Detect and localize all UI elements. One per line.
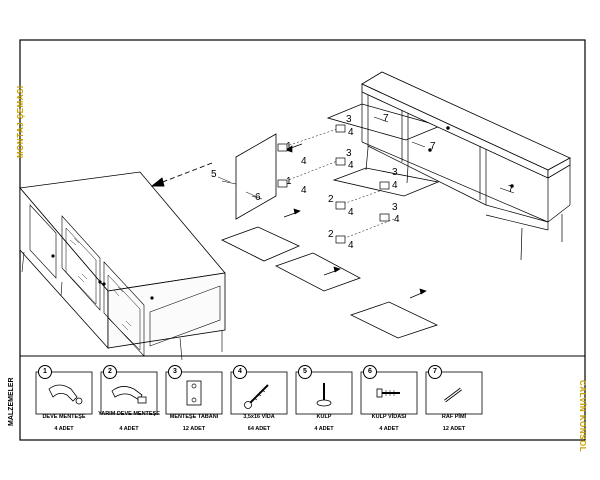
product-name: CALVİN KONSOL: [578, 380, 587, 453]
material-name: KULP VİDASI: [371, 414, 407, 420]
material-name: MENTEŞE TABANI: [169, 414, 219, 420]
screw-icon: [230, 371, 288, 415]
callout-4b: 4: [301, 185, 307, 196]
callout-7b: 7: [430, 141, 436, 152]
material-card-6: 6 KULP VİDASI 4 ADET: [360, 365, 418, 435]
material-quantity: 4 ADET: [119, 426, 139, 432]
callout-4d: 4: [348, 160, 354, 171]
side-title: MONTAJ ŞEMASI: [16, 85, 25, 158]
console-body: [361, 71, 571, 179]
material-name: RAF PİMİ: [441, 414, 467, 420]
panel-arrows: [283, 143, 427, 299]
hinge-base-icon: [165, 371, 223, 415]
hinge-guides: [277, 127, 395, 241]
door-panel-screws: [221, 180, 263, 200]
material-number: 6: [363, 365, 377, 379]
callout-3b: 3: [346, 148, 352, 159]
callout-1b: 1: [286, 176, 292, 187]
callout-4a: 4: [301, 156, 307, 167]
material-number: 2: [103, 365, 117, 379]
assembled-console: [19, 171, 226, 350]
callout-7c: 7: [508, 184, 514, 195]
direction-arrow: [150, 162, 213, 187]
callout-4e: 4: [392, 180, 398, 191]
material-name: DEVE MENTEŞE: [42, 414, 86, 420]
material-card-3: 3 MENTEŞE TABANI 12 ADET: [165, 365, 223, 435]
loose-panels: [220, 226, 439, 339]
material-number: 7: [428, 365, 442, 379]
material-quantity: 4 ADET: [54, 426, 74, 432]
callout-4f: 4: [394, 214, 400, 225]
material-quantity: 4 ADET: [379, 426, 399, 432]
material-card-5: 5 KULP 4 ADET: [295, 365, 353, 435]
callout-6: 6: [255, 192, 261, 203]
material-card-7: 7 RAF PİMİ 12 ADET: [425, 365, 483, 435]
materials-title: MALZEMELER: [8, 377, 15, 426]
material-quantity: 12 ADET: [442, 426, 466, 432]
callout-3a: 3: [346, 114, 352, 125]
material-card-2: 2 YARIM DEVE MENTEŞE 4 ADET: [98, 365, 160, 435]
material-name: YARIM DEVE MENTEŞE: [98, 411, 160, 417]
callout-4h: 4: [348, 240, 354, 251]
material-number: 4: [233, 365, 247, 379]
material-number: 1: [38, 365, 52, 379]
material-number: 3: [168, 365, 182, 379]
hardware-parts: [277, 124, 390, 244]
console-body-frame: [361, 92, 571, 261]
callout-1a: 1: [286, 141, 292, 152]
material-name: 3,5x16 VİDA: [243, 414, 275, 420]
callout-3d: 3: [392, 202, 398, 213]
material-card-4: 4 3,5x16 VİDA 64 ADET: [230, 365, 288, 435]
half-hinge-icon: [100, 371, 158, 415]
knob-icon: [295, 371, 353, 415]
callout-3c: 3: [392, 167, 398, 178]
assembled-console-details: [21, 204, 223, 361]
material-card-1: 1 DEVE MENTEŞE 4 ADET: [35, 365, 93, 435]
shelf-pin-icon: [425, 371, 483, 415]
material-quantity: 64 ADET: [247, 426, 271, 432]
material-quantity: 4 ADET: [314, 426, 334, 432]
callout-leaders: [217, 176, 256, 197]
material-quantity: 12 ADET: [182, 426, 206, 432]
callout-5: 5: [211, 169, 217, 180]
knob-screw-icon: [360, 371, 418, 415]
callout-4g: 4: [348, 207, 354, 218]
material-name: KULP: [316, 414, 332, 420]
callout-2a: 2: [328, 194, 334, 205]
callout-4c: 4: [348, 127, 354, 138]
hinge-icon: [35, 371, 93, 415]
shelf-pin-arrows: [373, 116, 515, 194]
material-number: 5: [298, 365, 312, 379]
callout-7a: 7: [383, 113, 389, 124]
door-panel: [235, 133, 277, 220]
callout-2b: 2: [328, 229, 334, 240]
